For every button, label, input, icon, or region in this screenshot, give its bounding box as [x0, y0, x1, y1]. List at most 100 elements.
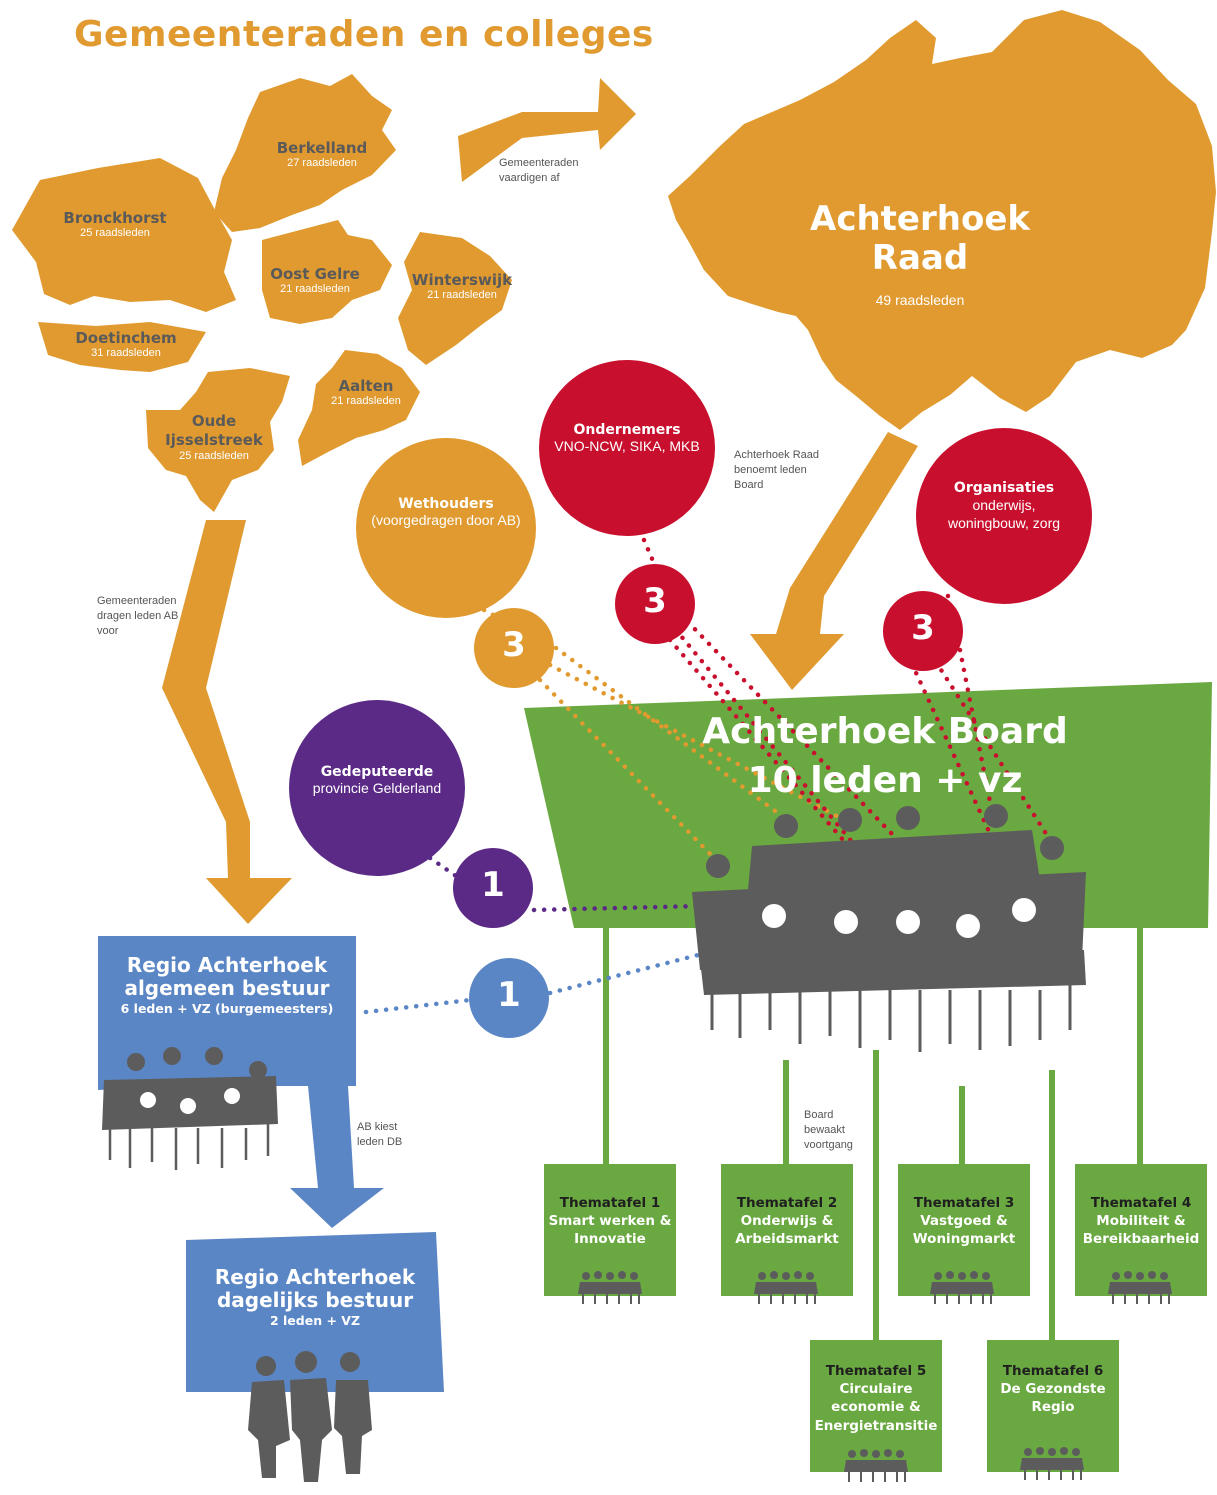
box-dagelijks-bestuur	[186, 1232, 444, 1392]
municipality-name: Berkelland	[276, 139, 368, 157]
thematafel-sub: Vastgoed & Woningmarkt	[912, 1213, 1016, 1248]
ab-people-icon	[102, 1047, 278, 1170]
note-afvaardigen: Gemeenteraden vaardigen af	[499, 157, 579, 184]
municipality-members: 21 raadsleden	[280, 283, 350, 296]
thematafel-1: Thematafel 1 Smart werken & Innovatie	[548, 1194, 672, 1249]
thematafel-title: Thematafel 4	[1090, 1195, 1192, 1211]
board-members: 10 leden + vz	[747, 759, 1023, 801]
municipality-name: Winterswijk	[411, 271, 513, 289]
count-wethouders: 3	[502, 625, 526, 665]
raad-members: 49 raadsleden	[875, 292, 965, 309]
ab-line3: 6 leden + VZ (burgemeesters)	[120, 1001, 334, 1016]
thematafel-title: Thematafel 6	[1002, 1363, 1104, 1379]
arrow-ab-to-db	[290, 1086, 384, 1228]
thematafel-6: Thematafel 6 De Gezondste Regio	[991, 1362, 1115, 1417]
shape-achterhoek-raad	[668, 10, 1216, 430]
db-line1: Regio Achterhoek	[214, 1265, 416, 1289]
gedeputeerde-sub: provincie Gelderland	[312, 780, 442, 797]
municipality-members: 21 raadsleden	[331, 395, 401, 408]
shape-berkelland	[214, 74, 396, 232]
arrow-to-board	[750, 432, 918, 690]
ab-line2: algemeen bestuur	[124, 976, 330, 1000]
arrow-to-raad	[458, 78, 636, 182]
shape-aalten	[298, 350, 420, 466]
thematafel-title: Thematafel 2	[736, 1195, 838, 1211]
db-people-icon	[248, 1351, 372, 1482]
municipality-aalten: Aalten 21 raadsleden	[316, 377, 416, 408]
board-label: Achterhoek Board 10 leden + vz	[700, 708, 1070, 805]
municipality-oostgelre: Oost Gelre 21 raadsleden	[266, 265, 364, 296]
municipality-members: 27 raadsleden	[287, 157, 357, 170]
gedeputeerde-title: Gedeputeerde	[320, 764, 434, 780]
blue-dots	[363, 911, 861, 1015]
municipality-members: 25 raadsleden	[179, 449, 249, 462]
wethouders-title: Wethouders	[398, 496, 494, 512]
municipality-doetinchem: Doetinchem 31 raadsleden	[74, 329, 178, 360]
count-circle-organisaties	[883, 591, 963, 671]
shape-doetinchem	[38, 322, 206, 372]
gedeputeerde-label: Gedeputeerde provincie Gelderland	[297, 764, 457, 796]
thematafel-title: Thematafel 3	[913, 1195, 1015, 1211]
municipality-oudeijsselstreek: Oude Ijsselstreek 25 raadsleden	[164, 412, 264, 462]
municipality-name: Doetinchem	[75, 329, 177, 347]
organisaties-label: Organisaties onderwijs, woningbouw, zorg	[944, 480, 1064, 532]
note-benoemt: Achterhoek Raad benoemt leden Board	[734, 449, 819, 491]
count-circle-ondernemers	[615, 564, 695, 644]
db-label: Regio Achterhoek dagelijks bestuur 2 led…	[192, 1266, 438, 1328]
page-title: Gemeenteraden en colleges	[74, 14, 654, 55]
municipality-members: 31 raadsleden	[91, 347, 161, 360]
municipality-bronckhorst: Bronckhorst 25 raadsleden	[62, 209, 168, 240]
municipality-name: Bronckhorst	[63, 209, 167, 227]
note-kiest: AB kiest leden DB	[357, 1121, 403, 1148]
shape-bronckhorst	[12, 158, 236, 312]
organisaties-sub: onderwijs, woningbouw, zorg	[947, 497, 1061, 532]
count-circle-ab	[469, 958, 549, 1038]
thematafel-sub: Smart werken & Innovatie	[548, 1213, 672, 1248]
municipality-winterswijk: Winterswijk 21 raadsleden	[410, 271, 514, 302]
ab-label: Regio Achterhoek algemeen bestuur 6 lede…	[104, 954, 350, 1016]
ondernemers-title: Ondernemers	[573, 422, 681, 438]
count-ab-seat: 1	[497, 975, 521, 1015]
municipality-name: Aalten	[338, 377, 394, 395]
wethouders-sub: (voorgedragen door AB)	[371, 512, 521, 529]
municipality-members: 25 raadsleden	[80, 227, 150, 240]
thematafel-3: Thematafel 3 Vastgoed & Woningmarkt	[902, 1194, 1026, 1249]
people-silhouettes	[102, 804, 1172, 1482]
circle-ondernemers	[539, 360, 715, 536]
board-people-icon	[692, 804, 1086, 1052]
shape-oudeijsselstreek	[146, 368, 290, 512]
board-background	[524, 682, 1212, 928]
board-title: Achterhoek Board	[702, 711, 1068, 752]
ondernemers-sub: VNO-NCW, SIKA, MKB	[554, 438, 700, 455]
count-circle-wethouders	[474, 608, 554, 688]
thematafel-4: Thematafel 4 Mobiliteit & Bereikbaarheid	[1078, 1194, 1204, 1249]
note-dragen: Gemeenteraden dragen leden AB voor	[97, 595, 179, 637]
circle-gedeputeerde	[289, 700, 465, 876]
organisaties-title: Organisaties	[953, 480, 1055, 496]
wethouders-label: Wethouders (voorgedragen door AB)	[366, 496, 526, 528]
thematafel-title: Thematafel 1	[559, 1195, 661, 1211]
thematafel-sub: De Gezondste Regio	[1000, 1381, 1106, 1416]
thematafel-2: Thematafel 2 Onderwijs & Arbeidsmarkt	[725, 1194, 849, 1249]
db-line3: 2 leden + VZ	[269, 1313, 361, 1328]
municipality-members: 21 raadsleden	[427, 289, 497, 302]
thematafel-sub: Circulaire economie & Energietransitie	[814, 1381, 938, 1434]
count-organisaties: 3	[911, 608, 935, 648]
circle-organisaties	[916, 428, 1092, 604]
board-connectors	[603, 915, 1143, 1342]
thematafel-sub: Mobiliteit & Bereikbaarheid	[1082, 1213, 1200, 1248]
thematafel-title: Thematafel 5	[825, 1363, 927, 1379]
ondernemers-label: Ondernemers VNO-NCW, SIKA, MKB	[547, 422, 707, 454]
thematafel-sub: Onderwijs & Arbeidsmarkt	[735, 1213, 839, 1248]
shape-oostgelre	[262, 220, 392, 324]
raad-name: Achterhoek Raad	[810, 199, 1030, 279]
ab-line1: Regio Achterhoek	[126, 953, 328, 977]
note-bewaakt: Board bewaakt voortgang	[804, 1109, 853, 1151]
raad-label: Achterhoek Raad 49 raadsleden	[760, 199, 1080, 309]
municipality-map	[12, 10, 1216, 924]
count-ondernemers: 3	[643, 581, 667, 621]
box-algemeen-bestuur	[98, 936, 356, 1090]
municipality-name: Oost Gelre	[270, 265, 360, 283]
shape-winterswijk	[398, 232, 512, 365]
